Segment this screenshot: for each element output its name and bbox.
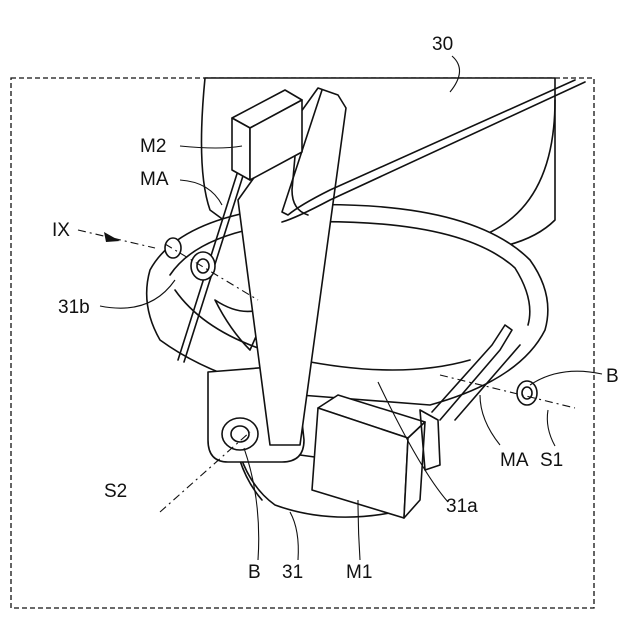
leader-B-right <box>530 371 602 385</box>
view-arrow-IX <box>78 230 155 248</box>
label-MA-right: MA <box>500 450 529 471</box>
label-IX: IX <box>52 220 70 241</box>
leader-31 <box>290 512 298 560</box>
label-M2: M2 <box>140 136 166 157</box>
label-30: 30 <box>432 34 453 55</box>
label-B-bottom: B <box>248 562 261 583</box>
leader-MA-right <box>480 395 500 445</box>
axis-S2 <box>160 432 250 512</box>
label-M1: M1 <box>346 562 372 583</box>
label-31b: 31b <box>58 297 90 318</box>
label-S1: S1 <box>540 450 563 471</box>
label-S2: S2 <box>104 481 127 502</box>
label-B-right: B <box>606 366 619 387</box>
pivot-right <box>517 381 537 405</box>
label-31: 31 <box>282 562 303 583</box>
leader-S1 <box>547 410 555 446</box>
label-31a: 31a <box>446 496 478 517</box>
pivot-left <box>222 418 258 450</box>
label-MA-top: MA <box>140 169 169 190</box>
